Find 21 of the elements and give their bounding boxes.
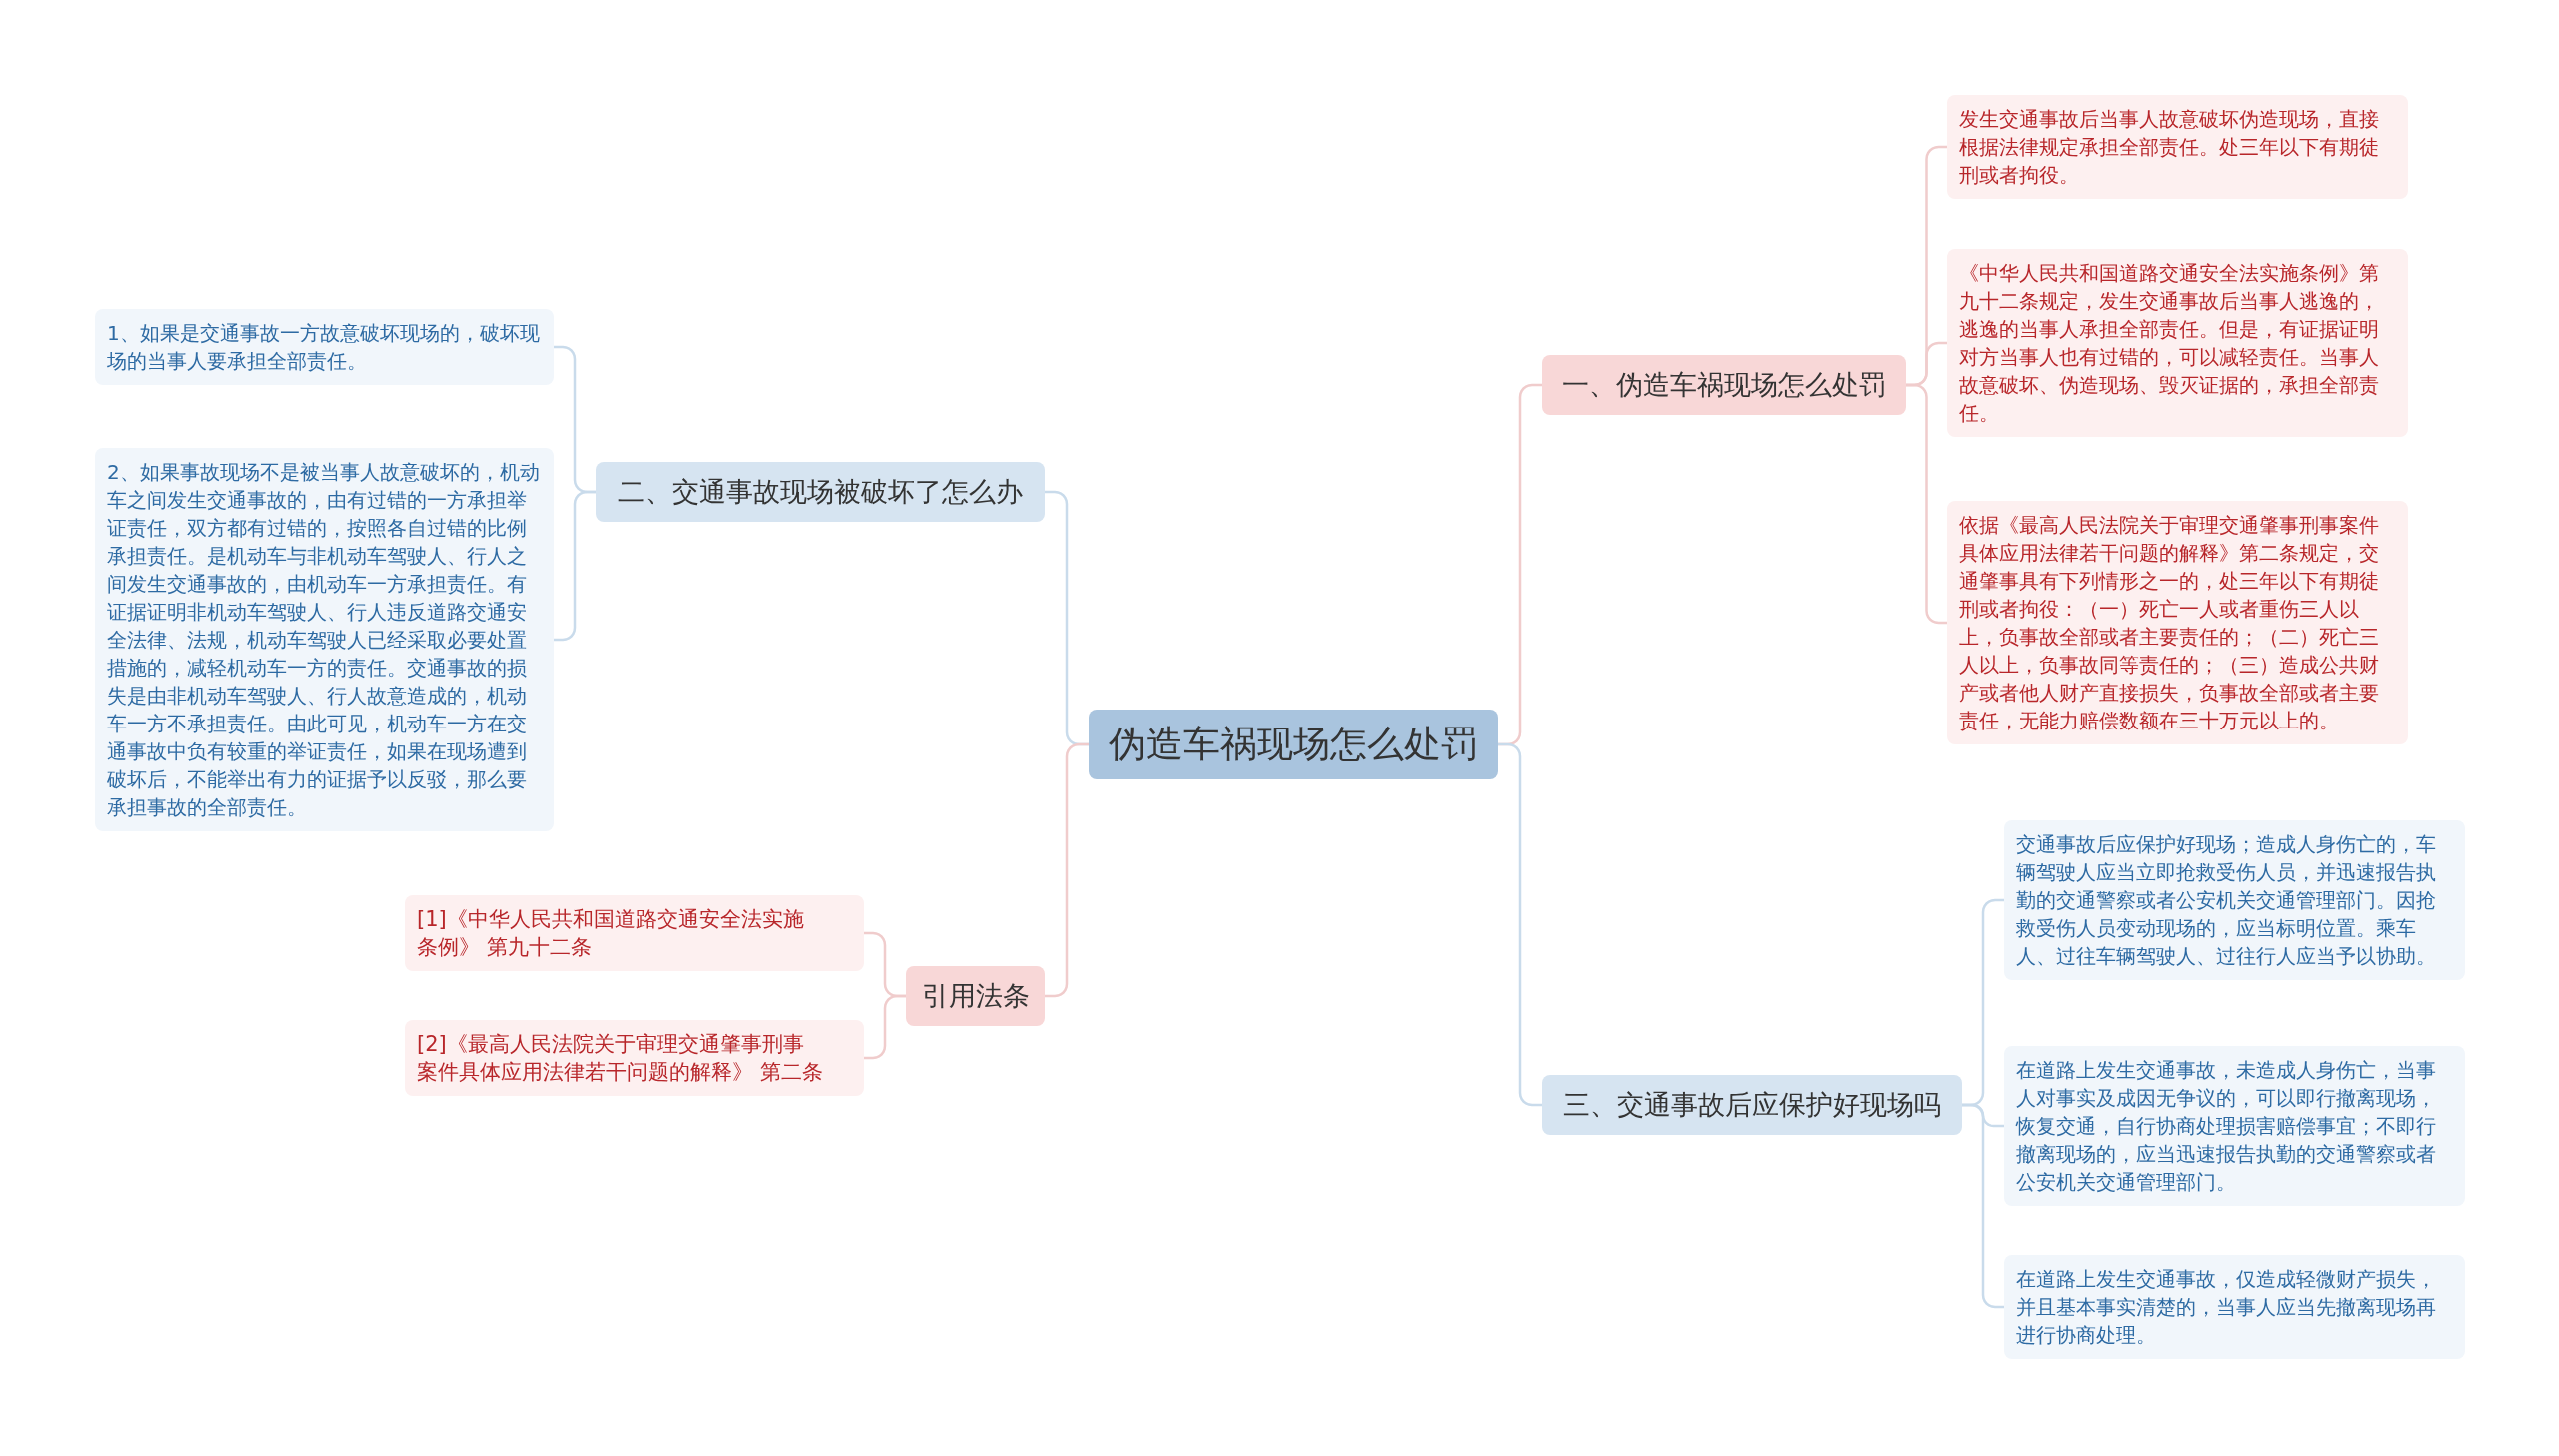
topic-box: 一、伪造车祸现场怎么处罚 xyxy=(1542,355,1906,415)
note-card: 2、如果事故现场不是被当事人故意破坏的，机动车之间发生交通事故的，由有过错的一方承担举证责任，双方都有过错的，按照各自过错的比例承担责任。是机动车与非机动车驾驶人、行人之间发生交通事故的，由机动车一方承担责任。有证据证明非机动车驾驶人、行人违反道路交通安全法律、法规，机动车驾驶人已经采取必要处置措施的，减轻机动车一方的责任。交通事故的损失是由非机动车驾驶人、行人故意造成的，机动车一方不承担责任。由此可见，机动车一方在交通事故中负有较重的举证责任，如果在现场遭到破坏后，不能举出有力的证据予以反驳，那么要承担事故的全部责任。 xyxy=(95,448,554,831)
note-card: 在道路上发生交通事故，仅造成轻微财产损失，并且基本事实清楚的，当事人应当先撤离现场再进行协商处理。 xyxy=(2004,1255,2465,1359)
connector-line xyxy=(1906,383,1947,625)
connector-line xyxy=(554,490,596,642)
note-card: 《中华人民共和国道路交通安全法实施条例》第九十二条规定，发生交通事故后当事人逃逸的，逃逸的当事人承担全部责任。但是，有证据证明对方当事人也有过错的，可以减轻责任。当事人故意破坏、伪造现场、毁灭证据的，承担全部责任。 xyxy=(1947,249,2408,437)
topic-box: 二、交通事故现场被破坏了怎么办 xyxy=(596,462,1045,522)
topic-box: 引用法条 xyxy=(906,966,1045,1026)
note-card: 交通事故后应保护好现场；造成人身伤亡的，车辆驾驶人应当立即抢救受伤人员，并迅速报告执勤的交通警察或者公安机关交通管理部门。因抢救受伤人员变动现场的，应当标明位置。乘车人、过往车辆驾驶人、过往行人应当予以协助。 xyxy=(2004,820,2465,980)
note-card: 发生交通事故后当事人故意破坏伪造现场，直接根据法律规定承担全部责任。处三年以下有期徒刑或者拘役。 xyxy=(1947,95,2408,199)
note-card: [2]《最高人民法院关于审理交通肇事刑事案件具体应用法律若干问题的解释》 第二条 xyxy=(405,1020,864,1096)
connector-line xyxy=(1498,742,1542,1107)
note-card: [1]《中华人民共和国道路交通安全法实施条例》 第九十二条 xyxy=(405,895,864,971)
note-card: 1、如果是交通事故一方故意破坏现场的，破坏现场的当事人要承担全部责任。 xyxy=(95,309,554,385)
connector-line xyxy=(1962,1103,2004,1309)
connector-line xyxy=(864,994,906,1060)
note-card: 在道路上发生交通事故，未造成人身伤亡，当事人对事实及成因无争议的，可以即行撤离现场，恢复交通，自行协商处理损害赔偿事宜；不即行撤离现场的，应当迅速报告执勤的交通警察或者公安机关交通管理部门。 xyxy=(2004,1046,2465,1206)
note-card: 依据《最高人民法院关于审理交通肇事刑事案件具体应用法律若干问题的解释》第二条规定，交通肇事具有下列情形之一的，处三年以下有期徒刑或者拘役：（一）死亡一人或者重伤三人以上，负事故全部或者主要责任的；（二）死亡三人以上，负事故同等责任的；（三）造成公共财产或者他人财产直接损失，负事故全部或者主要责任，无能力赔偿数额在三十万元以上的。 xyxy=(1947,501,2408,744)
topic-box: 三、交通事故后应保护好现场吗 xyxy=(1542,1075,1962,1135)
connector-line xyxy=(1045,742,1089,998)
central-topic: 伪造车祸现场怎么处罚 xyxy=(1089,710,1498,779)
